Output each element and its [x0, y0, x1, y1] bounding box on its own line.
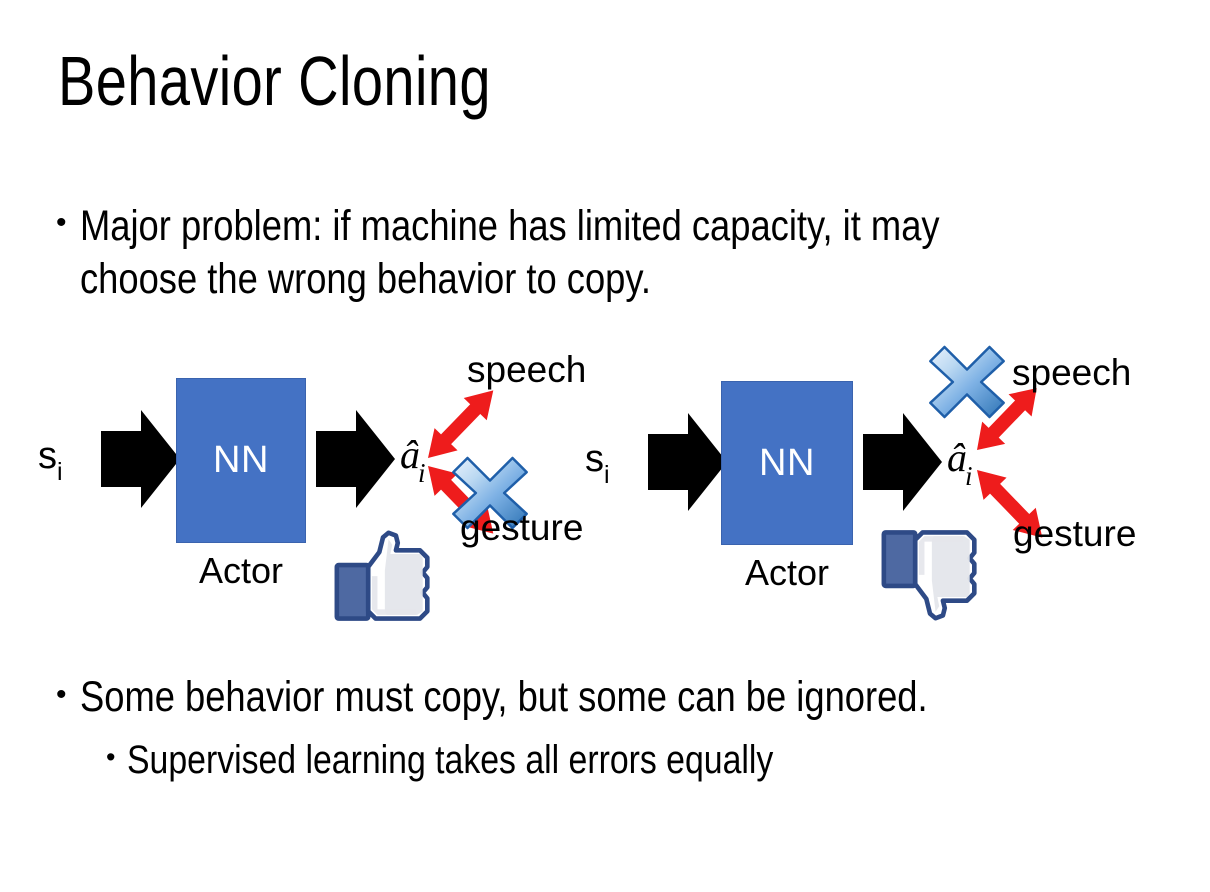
thumbs-up-icon	[334, 530, 430, 621]
input-arrow-right	[648, 413, 727, 511]
output-label-gesture-right: gesture	[1013, 513, 1137, 554]
diagram-good-case: si NN Actor âi	[20, 330, 620, 640]
bullet-some-behavior: • Some behavior must copy, but some can …	[56, 672, 1196, 724]
bullet-supervised-learning: • Supervised learning takes all errors e…	[106, 736, 1206, 784]
bullet-major-problem-text: Major problem: if machine has limited ca…	[79, 202, 940, 303]
state-label-right: si	[585, 438, 610, 489]
red-arrow-gesture-right	[977, 470, 1043, 538]
nn-box-right: NN	[721, 381, 853, 545]
state-label-left: si	[38, 435, 63, 486]
red-arrow-speech-right	[977, 388, 1037, 450]
output-label-speech-right: speech	[1012, 352, 1132, 393]
diagram-bad-case: si NN Actor âi	[565, 330, 1185, 640]
output-arrow-right	[863, 413, 942, 511]
nn-box-label-left: NN	[213, 439, 269, 481]
cross-out-icon-speech-right	[929, 345, 1005, 419]
bullet-sub-marker-icon: •	[106, 742, 116, 772]
red-arrow-speech-left	[428, 390, 494, 458]
output-arrow-left	[316, 410, 395, 508]
bullet-major-problem: • Major problem: if machine has limited …	[56, 200, 1186, 306]
nn-box-label-right: NN	[759, 441, 815, 484]
bullet-marker-icon: •	[56, 206, 67, 239]
nn-box-left: NN	[176, 378, 306, 543]
bullet-some-behavior-text: Some behavior must copy, but some can be…	[79, 673, 928, 721]
output-label-gesture-left: gesture	[460, 507, 584, 548]
output-label-speech-left: speech	[467, 349, 587, 390]
thumbs-down-icon	[881, 530, 977, 621]
cross-out-icon-gesture-left	[452, 456, 528, 530]
output-branch-arrows-right	[977, 388, 1043, 538]
input-arrow-left	[101, 410, 180, 508]
bullet-marker-icon: •	[56, 678, 67, 711]
bullet-supervised-learning-text: Supervised learning takes all errors equ…	[127, 738, 774, 782]
actor-caption-right: Actor	[744, 552, 830, 593]
page-title: Behavior Cloning	[58, 42, 491, 120]
actor-caption-left: Actor	[198, 550, 284, 591]
action-label-left: âi	[400, 432, 426, 488]
action-label-right: âi	[947, 435, 973, 491]
